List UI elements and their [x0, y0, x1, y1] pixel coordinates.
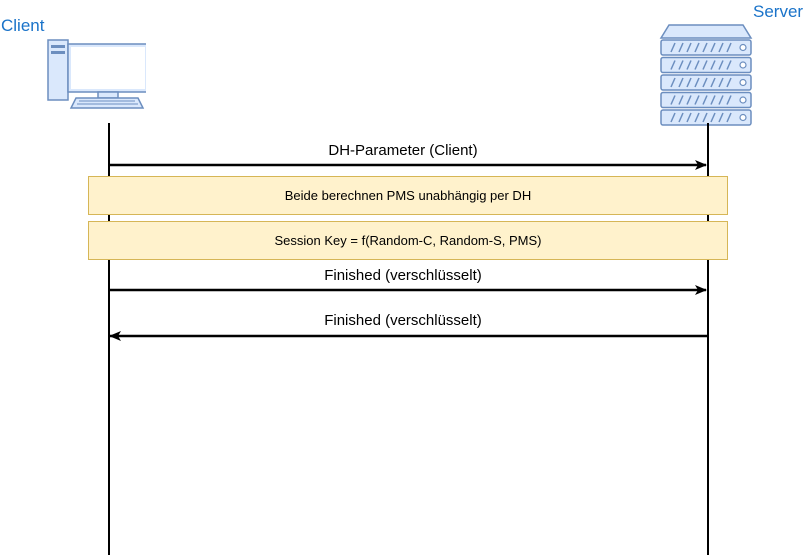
server-rack-icon: [659, 24, 753, 126]
message-label-dh-parameter: DH-Parameter (Client): [328, 142, 478, 159]
client-actor-label: Client: [1, 16, 45, 35]
desktop-computer-icon: [47, 39, 146, 109]
note-session-key: Session Key = f(Random-C, Random-S, PMS): [88, 221, 728, 260]
server-lifeline: [707, 123, 709, 555]
note-pms-computation: Beide berechnen PMS unabhängig per DH: [88, 176, 728, 215]
server-actor-label: Server: [753, 2, 804, 21]
message-label-finished-server: Finished (verschlüsselt): [324, 312, 482, 329]
message-label-finished-client: Finished (verschlüsselt): [324, 267, 482, 284]
